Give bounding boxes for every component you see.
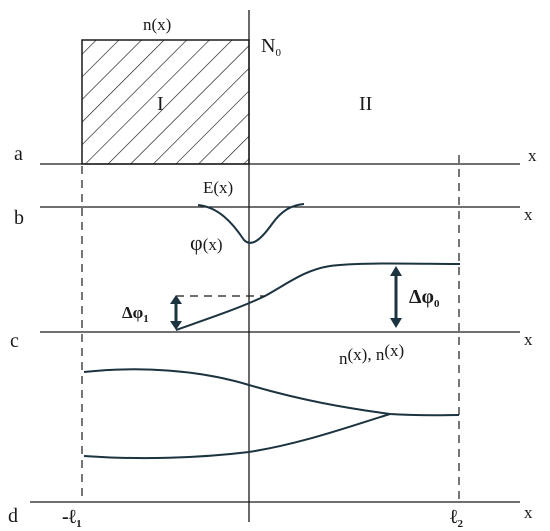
delta0-arrow-down <box>390 318 402 328</box>
field-label: E(x) <box>203 178 233 197</box>
field-curve <box>197 203 305 244</box>
panel-letter-c: c <box>10 330 19 352</box>
panel-letter-b: b <box>14 207 24 229</box>
panel-letter-a: a <box>14 143 23 165</box>
potential-label: φ(x) <box>190 230 223 255</box>
delta-phi0-label: Δφ0 <box>409 286 440 310</box>
left-bound-label: -ℓ1 <box>62 506 82 530</box>
axis-label-d: x <box>524 503 533 522</box>
axis-label-a: x <box>528 146 537 165</box>
region-one-label: I <box>157 93 164 115</box>
region-two-label: II <box>359 93 372 115</box>
curves-label: n(x), n(x) <box>339 341 404 368</box>
right-bound-label: ℓ2 <box>450 506 464 530</box>
panel-letter-d: d <box>8 505 18 527</box>
panel-d: d x -ℓ1 ℓ2 <box>8 501 533 530</box>
doped-region-hatch <box>81 39 250 165</box>
delta1-arrow-down <box>170 321 182 330</box>
delta0-arrow-up <box>390 266 402 276</box>
panel-b: b x E(x) φ(x) <box>14 178 533 331</box>
density-label: n(x) <box>143 15 171 34</box>
delta1-arrow-up <box>170 295 182 304</box>
n1-density-curve <box>83 368 460 417</box>
delta-phi1-label: Δφ1 <box>122 303 149 325</box>
n2-density-curve <box>83 413 391 460</box>
concentration-label: N0 <box>261 35 281 59</box>
potential-curve <box>175 262 461 331</box>
panel-c: c x Δφ1 Δφ0 n(x), n(x) <box>10 266 533 460</box>
panel-a: a x n(x) N0 I II <box>14 15 537 165</box>
axis-label-b: x <box>524 205 533 224</box>
axis-label-c: x <box>524 330 533 349</box>
